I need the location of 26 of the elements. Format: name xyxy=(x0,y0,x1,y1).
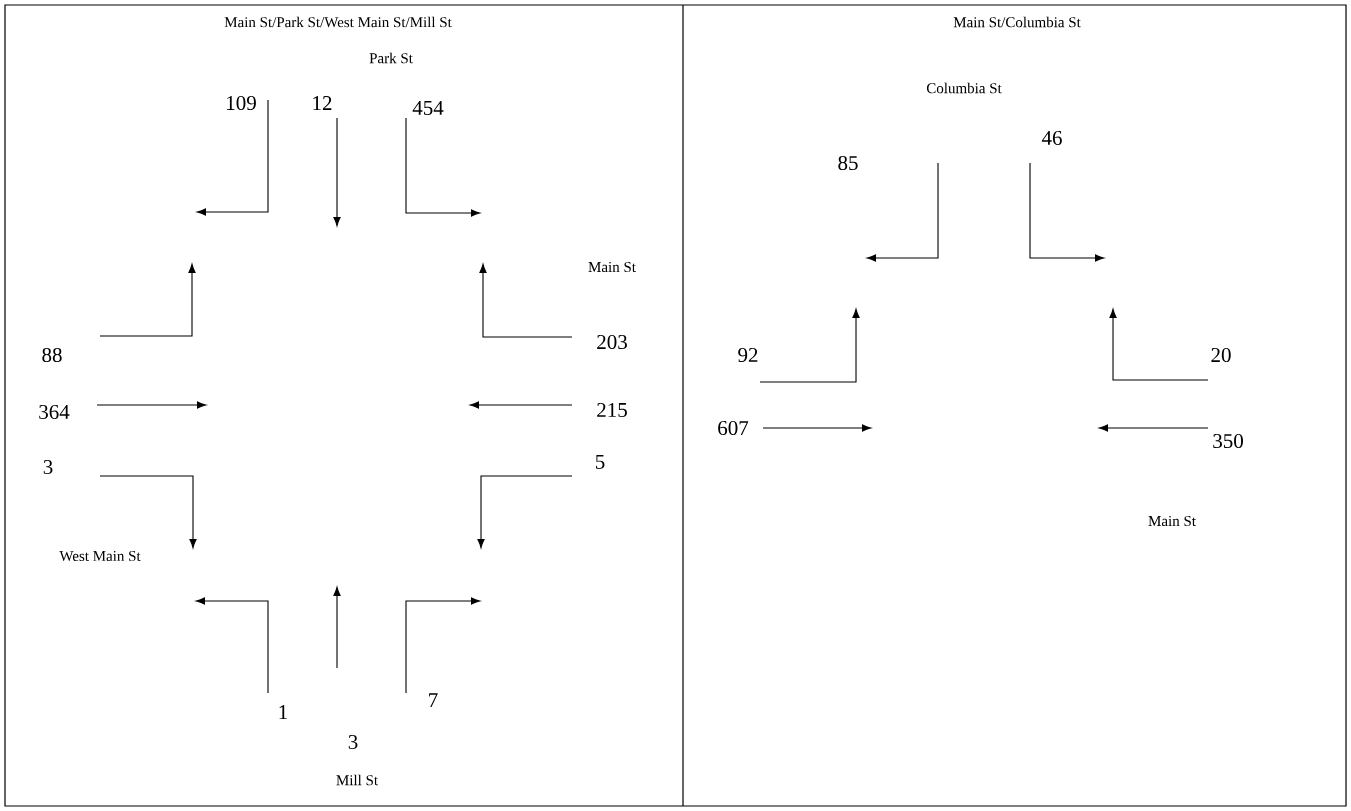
count-label: 12 xyxy=(313,96,332,110)
street-label: Columbia St xyxy=(926,82,1002,94)
count-label: 203 xyxy=(597,334,627,350)
count-label: 88 xyxy=(42,347,62,363)
street-label: West Main St xyxy=(59,550,141,562)
count-label: 20 xyxy=(1211,347,1231,363)
count-label: 3 xyxy=(348,734,358,750)
street-label: Mill St xyxy=(336,774,378,786)
count-label: 1 xyxy=(279,705,287,719)
panel-title: Main St/Park St/West Main St/Mill St xyxy=(224,16,452,28)
count-label: 350 xyxy=(1213,433,1243,449)
count-label: 454 xyxy=(412,101,444,115)
street-label: Main St xyxy=(1148,515,1196,527)
count-label: 215 xyxy=(597,402,627,418)
count-label: 7 xyxy=(429,693,438,707)
panel-title: Main St/Columbia St xyxy=(953,16,1081,28)
count-label: 85 xyxy=(838,155,858,171)
street-label: Main St xyxy=(588,261,636,273)
count-label: 3 xyxy=(43,459,53,475)
street-label: Park St xyxy=(369,52,413,64)
count-label: 46 xyxy=(1041,130,1062,146)
count-label: 92 xyxy=(738,347,758,363)
count-label: 5 xyxy=(596,455,605,469)
count-label: 607 xyxy=(718,420,749,436)
count-label: 364 xyxy=(39,404,70,420)
count-label: 109 xyxy=(227,95,256,111)
